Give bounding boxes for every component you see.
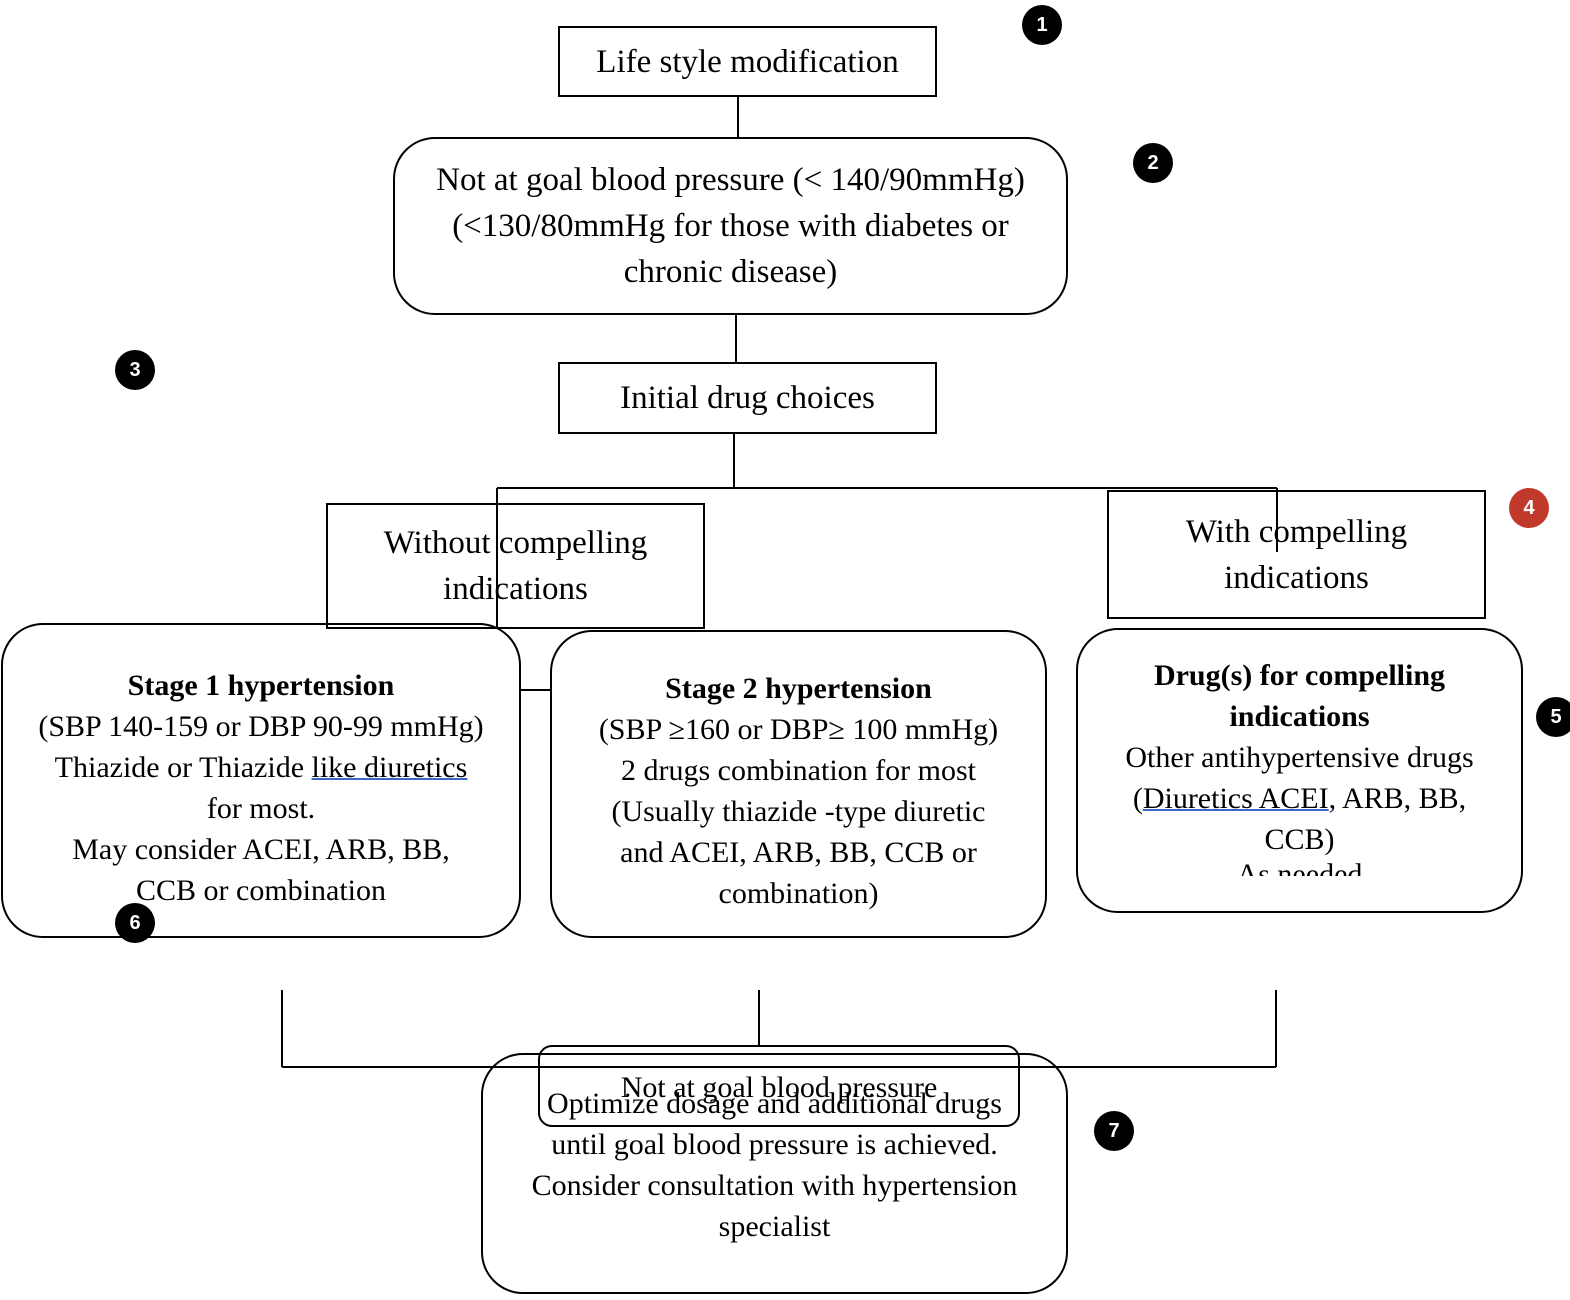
with-compelling-line2: indications — [1224, 559, 1369, 596]
stage2-line4: and ACEI, ARB, BB, CCB or — [620, 836, 977, 869]
stage1-line3: for most. — [206, 791, 316, 825]
with-compelling-line1: With compelling — [1185, 513, 1408, 550]
without-compelling-line1: Without compelling — [383, 525, 648, 561]
stage1-line2: Thiazide or Thiazide like diuretics — [55, 747, 468, 788]
not-at-goal-line3: chronic disease) — [623, 254, 838, 290]
badge-3: 3 — [115, 350, 155, 390]
badge-4: 4 — [1509, 488, 1549, 528]
stage1-box: Stage 1 hypertension (SBP 140-159 or DBP… — [1, 623, 521, 938]
without-compelling-box: Without compelling indications — [326, 503, 705, 629]
lifestyle-label: Life style modification — [596, 43, 899, 80]
stage2-line3: (Usually thiazide -type diuretic — [611, 795, 986, 828]
compelling-line2-rest: , ARB, BB, — [1328, 782, 1467, 815]
with-compelling-box: With compelling indications — [1107, 490, 1486, 619]
compelling-title1: Drug(s) for compelling — [1153, 659, 1446, 692]
optimize-box: Optimize dosage and additional drugs unt… — [481, 1053, 1068, 1294]
badge-7: 7 — [1094, 1111, 1134, 1151]
not-at-goal-2-label: Not at goal blood pressure — [620, 1071, 938, 1104]
compelling-line1: Other antihypertensive drugs — [1125, 741, 1474, 774]
stage2-line1: (SBP ≥160 or DBP≥ 100 mmHg) — [598, 713, 999, 746]
not-at-goal-line1: Not at goal blood pressure (< 140/90mmHg… — [436, 162, 1025, 198]
initial-drug-choices-box: Initial drug choices — [558, 362, 937, 434]
not-at-goal-2-box: Not at goal blood pressure — [538, 1045, 1020, 1127]
lifestyle-box: Life style modification — [558, 26, 937, 97]
badge-1: 1 — [1022, 5, 1062, 45]
optimize-line2: until goal blood pressure is achieved. — [551, 1128, 998, 1161]
stage1-title: Stage 1 hypertension — [127, 668, 395, 702]
stage2-line2: 2 drugs combination for most — [621, 754, 976, 787]
stage1-line2-underlined: like diuretics — [311, 750, 468, 784]
optimize-line3: Consider consultation with hypertension — [531, 1169, 1018, 1202]
compelling-title2: indications — [1229, 700, 1370, 733]
badge-2: 2 — [1133, 143, 1173, 183]
stage2-box: Stage 2 hypertension (SBP ≥160 or DBP≥ 1… — [550, 630, 1047, 938]
stage1-line4: May consider ACEI, ARB, BB, — [72, 832, 450, 866]
stage1-line2-text: Thiazide or Thiazide — [54, 750, 312, 784]
optimize-line4: specialist — [718, 1210, 831, 1243]
optimize-line1: Optimize dosage and additional drugs — [547, 1087, 1002, 1120]
compelling-line2-open: ( — [1132, 782, 1143, 815]
stage2-title: Stage 2 hypertension — [665, 672, 932, 705]
stage2-line5: combination) — [718, 877, 879, 910]
compelling-drugs-box: Drug(s) for compelling indications Other… — [1076, 628, 1523, 913]
initial-drug-choices-label: Initial drug choices — [620, 380, 875, 416]
compelling-line4-clipped: As needed — [1237, 860, 1363, 876]
not-at-goal-box: Not at goal blood pressure (< 140/90mmHg… — [393, 137, 1068, 315]
badge-5: 5 — [1536, 697, 1570, 737]
compelling-line2: (Diuretics ACEI, ARB, BB, — [1133, 778, 1466, 819]
badge-6: 6 — [115, 903, 155, 943]
compelling-line2-underlined: Diuretics ACEI — [1142, 782, 1329, 815]
compelling-line3: CCB) — [1264, 823, 1335, 856]
stage1-line5: CCB or combination — [136, 873, 386, 907]
not-at-goal-line2: (<130/80mmHg for those with diabetes or — [452, 208, 1009, 244]
without-compelling-line2: indications — [443, 571, 588, 607]
stage1-line1: (SBP 140-159 or DBP 90-99 mmHg) — [38, 709, 484, 743]
